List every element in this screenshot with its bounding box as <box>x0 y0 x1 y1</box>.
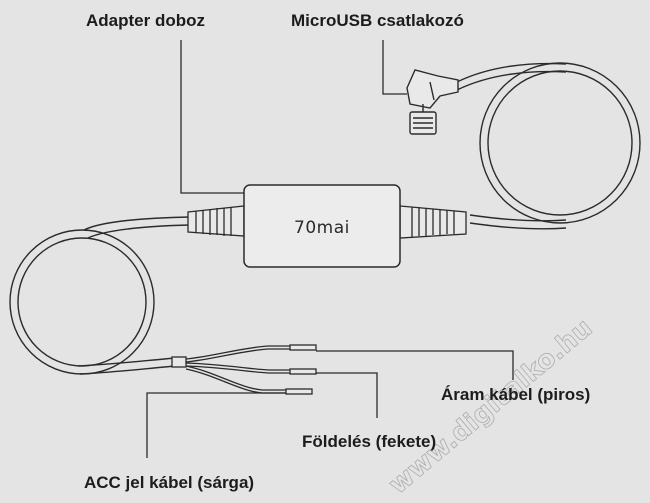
acc-leader-line <box>146 392 311 458</box>
adapter-strain-relief-right <box>399 205 467 239</box>
power-leader-line <box>316 350 514 380</box>
label-adapter-box: Adapter doboz <box>86 11 205 30</box>
acc-wire <box>185 365 286 391</box>
label-power-cable: Áram kábel (piros) <box>441 385 591 404</box>
power-cable <box>9 216 191 375</box>
adapter-box: 70mai <box>243 184 401 268</box>
ground-wire-tip <box>289 368 317 375</box>
usb-leader-line <box>382 40 407 95</box>
label-ground: Földelés (fekete) <box>302 432 437 451</box>
power-wire-tip <box>289 344 317 351</box>
wire-bundle <box>171 344 317 395</box>
label-microusb-connector: MicroUSB csatlakozó <box>291 11 464 30</box>
power-wire <box>185 345 290 360</box>
watermark: www.digitalko.hu <box>383 313 598 500</box>
usb-cable-coil <box>479 62 641 224</box>
label-acc-signal-cable: ACC jel kábel (sárga) <box>84 473 255 492</box>
microusb-connector <box>406 69 459 135</box>
power-cable-coil <box>9 229 155 375</box>
usb-cable <box>456 62 641 230</box>
acc-wire-tip <box>285 388 313 395</box>
leader-lines <box>146 40 514 458</box>
ground-wire <box>185 362 290 371</box>
adapter-strain-relief-left <box>187 205 245 237</box>
ground-leader-line <box>316 372 378 418</box>
adapter-brand-logo: 70mai <box>294 218 350 238</box>
adapter-leader-line <box>180 40 244 194</box>
